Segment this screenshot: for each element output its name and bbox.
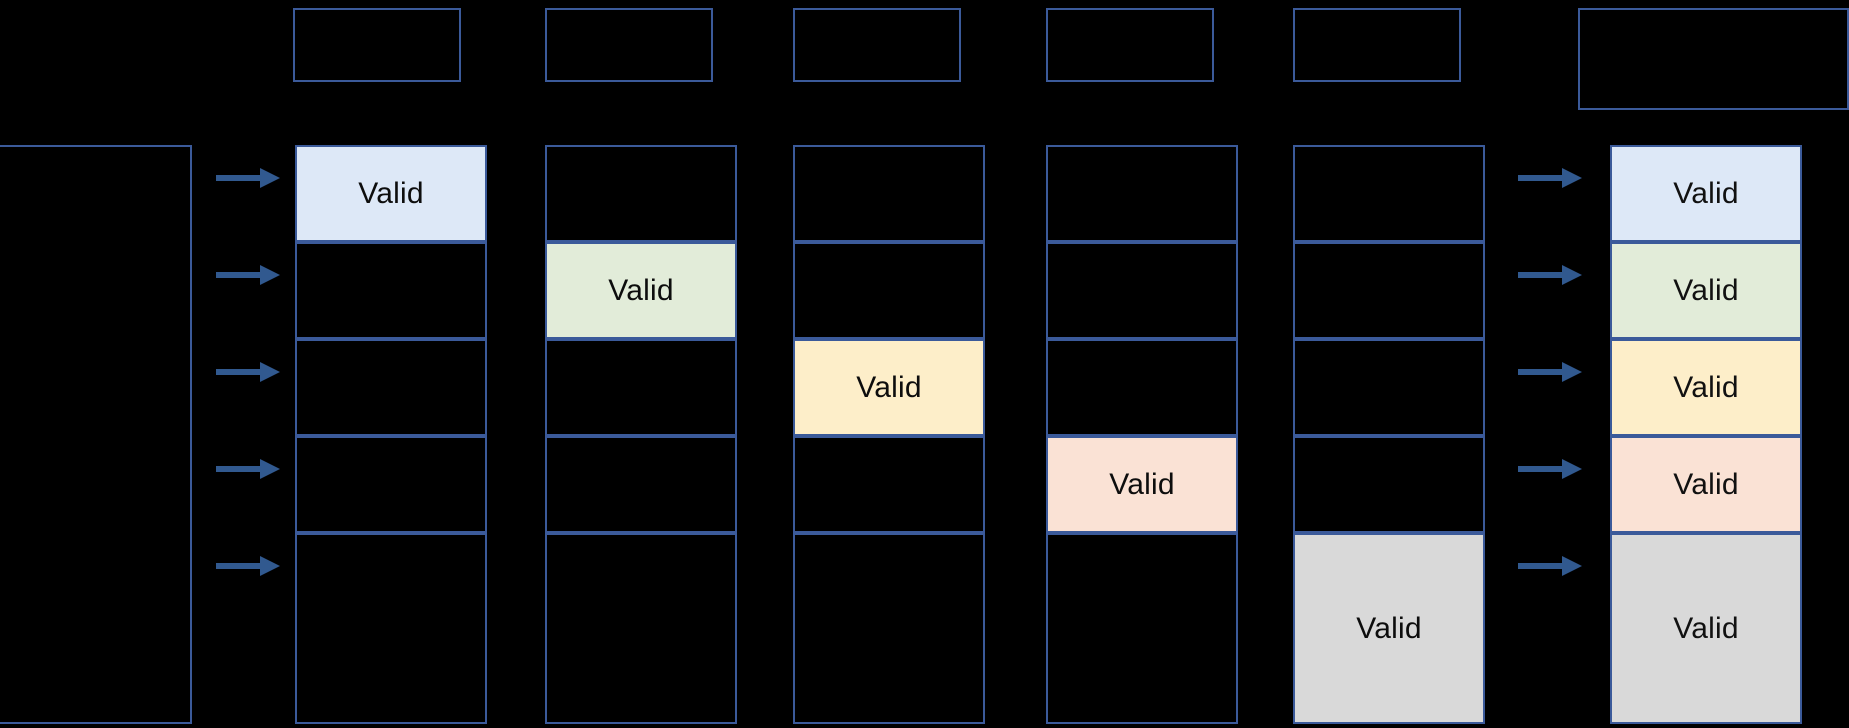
result-cell-3-label: Valid xyxy=(1673,370,1739,404)
stage-5-cell-5[interactable]: Valid xyxy=(1293,533,1485,724)
source-box[interactable] xyxy=(0,145,192,724)
result-cell-5-label: Valid xyxy=(1673,611,1739,645)
stage-1-cell-3[interactable] xyxy=(295,339,487,436)
stage-1-cell-2[interactable] xyxy=(295,242,487,339)
arrow-in-4 xyxy=(216,456,280,482)
stage-3-cell-4[interactable] xyxy=(793,436,985,533)
stage-1-column: Valid xyxy=(295,145,487,724)
stage-5-cell-1[interactable] xyxy=(1293,145,1485,242)
arrow-in-3 xyxy=(216,359,280,385)
stage-2-cell-5[interactable] xyxy=(545,533,737,724)
stage-4-column: Valid xyxy=(1046,145,1238,724)
stage-2-column: Valid xyxy=(545,145,737,724)
header-box-1[interactable] xyxy=(293,8,461,82)
result-cell-5[interactable]: Valid xyxy=(1610,533,1802,724)
header-box-3[interactable] xyxy=(793,8,961,82)
stage-2-cell-3[interactable] xyxy=(545,339,737,436)
stage-4-cell-4[interactable]: Valid xyxy=(1046,436,1238,533)
stage-5-column: Valid xyxy=(1293,145,1485,724)
stage-2-cell-4[interactable] xyxy=(545,436,737,533)
arrow-out-1 xyxy=(1518,165,1582,191)
header-box-2[interactable] xyxy=(545,8,713,82)
stage-3-column: Valid xyxy=(793,145,985,724)
result-cell-4[interactable]: Valid xyxy=(1610,436,1802,533)
stage-3-cell-5[interactable] xyxy=(793,533,985,724)
result-cell-2[interactable]: Valid xyxy=(1610,242,1802,339)
stage-5-cell-5-label: Valid xyxy=(1356,611,1422,645)
stage-5-cell-3[interactable] xyxy=(1293,339,1485,436)
arrow-in-1 xyxy=(216,165,280,191)
stage-4-cell-1[interactable] xyxy=(1046,145,1238,242)
arrow-out-3 xyxy=(1518,359,1582,385)
header-box-6[interactable] xyxy=(1578,8,1849,110)
stage-3-cell-3[interactable]: Valid xyxy=(793,339,985,436)
header-box-5[interactable] xyxy=(1293,8,1461,82)
stage-1-cell-4[interactable] xyxy=(295,436,487,533)
stage-4-cell-3[interactable] xyxy=(1046,339,1238,436)
stage-2-cell-1[interactable] xyxy=(545,145,737,242)
arrow-out-4 xyxy=(1518,456,1582,482)
result-column: Valid Valid Valid Valid Valid xyxy=(1610,145,1802,724)
stage-2-cell-2-label: Valid xyxy=(608,273,674,307)
stage-5-cell-2[interactable] xyxy=(1293,242,1485,339)
stage-1-cell-1-label: Valid xyxy=(358,176,424,210)
result-cell-2-label: Valid xyxy=(1673,273,1739,307)
stage-2-cell-2[interactable]: Valid xyxy=(545,242,737,339)
stage-4-cell-5[interactable] xyxy=(1046,533,1238,724)
stage-3-cell-3-label: Valid xyxy=(856,370,922,404)
stage-1-cell-1[interactable]: Valid xyxy=(295,145,487,242)
stage-1-cell-5[interactable] xyxy=(295,533,487,724)
stage-4-cell-4-label: Valid xyxy=(1109,467,1175,501)
result-cell-1[interactable]: Valid xyxy=(1610,145,1802,242)
stage-5-cell-4[interactable] xyxy=(1293,436,1485,533)
arrow-out-2 xyxy=(1518,262,1582,288)
header-box-4[interactable] xyxy=(1046,8,1214,82)
arrow-out-5 xyxy=(1518,553,1582,579)
result-cell-4-label: Valid xyxy=(1673,467,1739,501)
result-cell-3[interactable]: Valid xyxy=(1610,339,1802,436)
result-cell-1-label: Valid xyxy=(1673,176,1739,210)
arrow-in-2 xyxy=(216,262,280,288)
stage-4-cell-2[interactable] xyxy=(1046,242,1238,339)
arrow-in-5 xyxy=(216,553,280,579)
stage-3-cell-1[interactable] xyxy=(793,145,985,242)
stage-3-cell-2[interactable] xyxy=(793,242,985,339)
